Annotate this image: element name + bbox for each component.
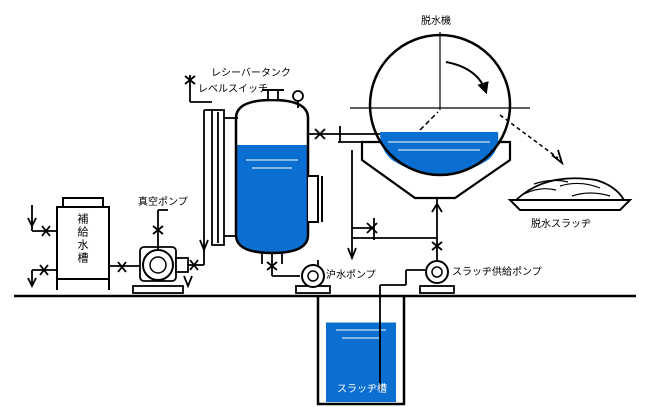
sludge-feed-pump bbox=[419, 260, 455, 294]
filtrate-piping bbox=[266, 253, 319, 277]
receiver-tank bbox=[234, 89, 323, 264]
label-makeup-water-tank: 補給水槽 bbox=[76, 213, 89, 265]
makeup-water-piping bbox=[31, 205, 140, 284]
filtrate-pump bbox=[295, 264, 331, 294]
drain-arrow bbox=[199, 239, 209, 253]
label-sludge-tank: スラッヂ槽 bbox=[337, 384, 387, 395]
label-dewatered-sludge: 脱水スラッヂ bbox=[531, 219, 591, 230]
label-filtrate-pump: 沪水ポンプ bbox=[326, 270, 376, 281]
makeup-inlet-arrow bbox=[27, 217, 37, 229]
label-sludge-feed-pump: スラッヂ供給ポンプ bbox=[452, 267, 542, 278]
vacuum-line-to-dewaterer bbox=[308, 126, 380, 143]
overflow-arrow bbox=[347, 247, 357, 261]
level-switch-gauge bbox=[184, 75, 238, 246]
vacuum-piping bbox=[152, 109, 212, 271]
exhaust-arrow bbox=[183, 275, 193, 289]
dewatered-sludge-heap bbox=[507, 177, 633, 211]
sludge-feed-piping bbox=[352, 220, 443, 390]
vacuum-pump bbox=[132, 246, 189, 294]
label-receiver-tank: レシーバータンク bbox=[211, 68, 291, 79]
makeup-drain-arrow bbox=[27, 277, 37, 289]
sludge-tank bbox=[316, 296, 406, 406]
makeup-water-tank bbox=[56, 197, 110, 290]
label-dewaterer: 脱水機 bbox=[421, 16, 451, 27]
dewaterer bbox=[350, 32, 564, 220]
label-level-switch: レベルスイッチ bbox=[198, 84, 268, 95]
label-vacuum-pump: 真空ポンプ bbox=[138, 197, 188, 208]
